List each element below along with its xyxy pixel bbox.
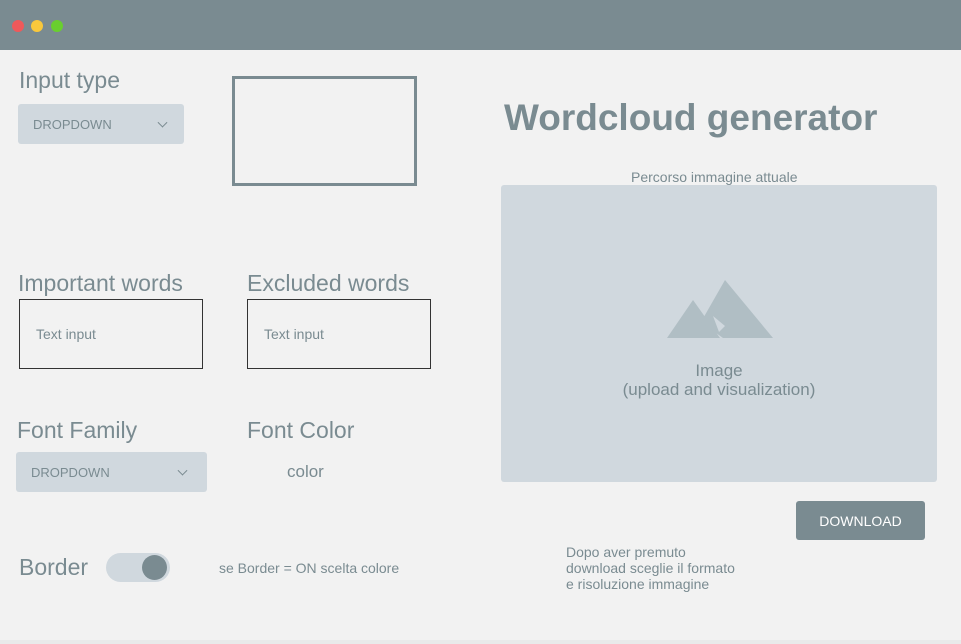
page-title: Wordcloud generator bbox=[504, 97, 878, 138]
chevron-down-icon bbox=[157, 117, 168, 128]
image-path-label: Percorso immagine attuale bbox=[631, 169, 798, 185]
title-bar bbox=[0, 0, 961, 50]
maximize-window-button[interactable] bbox=[51, 20, 63, 32]
border-note: se Border = ON scelta colore bbox=[219, 560, 400, 576]
image-placeholder-text: Image bbox=[695, 361, 743, 380]
toggle-knob bbox=[142, 555, 167, 580]
download-note-line-2: download sceglie il formato bbox=[566, 560, 735, 576]
important-words-input[interactable] bbox=[34, 325, 198, 343]
input-type-dropdown-value: DROPDOWN bbox=[33, 116, 112, 132]
minimize-window-button[interactable] bbox=[31, 20, 43, 32]
important-words-field[interactable] bbox=[19, 299, 203, 369]
font-color-picker[interactable]: color bbox=[287, 462, 324, 481]
font-color-label: Font Color bbox=[247, 417, 355, 443]
important-words-label: Important words bbox=[18, 270, 183, 296]
border-label: Border bbox=[19, 554, 89, 580]
font-family-dropdown-value: DROPDOWN bbox=[31, 464, 110, 480]
image-placeholder-subtext: (upload and visualization) bbox=[622, 380, 816, 399]
download-note-line-3: e risoluzione immagine bbox=[566, 576, 710, 592]
input-type-dropdown[interactable]: DROPDOWN bbox=[18, 104, 184, 144]
border-toggle[interactable] bbox=[106, 553, 170, 582]
font-family-label: Font Family bbox=[17, 417, 138, 443]
download-note-line-1: Dopo aver premuto bbox=[566, 544, 686, 560]
font-family-dropdown[interactable]: DROPDOWN bbox=[16, 452, 207, 492]
download-button[interactable]: DOWNLOAD bbox=[796, 501, 925, 540]
close-window-button[interactable] bbox=[12, 20, 24, 32]
image-upload-area[interactable]: Image (upload and visualization) bbox=[501, 185, 937, 482]
excluded-words-label: Excluded words bbox=[247, 270, 410, 296]
input-type-label: Input type bbox=[19, 67, 121, 93]
input-preview-frame bbox=[232, 76, 417, 186]
excluded-words-field[interactable] bbox=[247, 299, 431, 369]
chevron-down-icon bbox=[177, 465, 188, 476]
excluded-words-input[interactable] bbox=[262, 325, 426, 343]
image-mountains-icon bbox=[667, 280, 773, 338]
